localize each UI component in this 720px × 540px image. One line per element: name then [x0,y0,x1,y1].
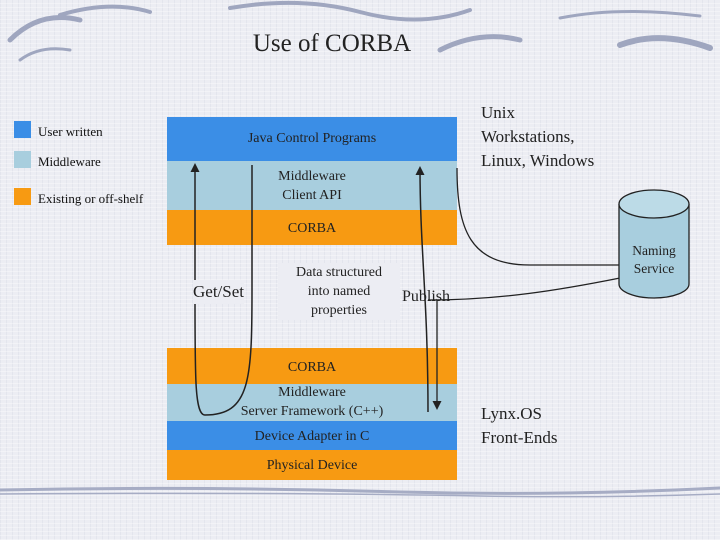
legend-label-existing: Existing or off-shelf [38,191,144,206]
publish-label: Publish [402,288,451,305]
data-structured-line2: into named [278,282,400,301]
client-corba-label: CORBA [287,221,337,236]
naming-service-label-line2: Service [633,261,675,276]
legend-swatch-user-written [14,121,31,138]
client-platforms-line3: Linux, Windows [481,151,595,170]
data-structured-line1: Data structured [278,263,400,282]
client-platforms-line2: Workstations, [481,127,575,146]
server-corba-label: CORBA [287,360,337,375]
get-set-label: Get/Set [193,280,244,304]
legend-label-user-written: User written [38,124,103,139]
legend-label-middleware: Middleware [38,154,101,169]
device-adapter-layer [167,421,457,450]
middleware-client-api-label-line2: Client API [282,188,342,203]
naming-service-connection-client [456,167,620,266]
naming-service-label-line1: Naming [632,243,676,258]
device-adapter-label: Device Adapter in C [254,429,370,444]
middleware-client-api-label-line1: Middleware [278,169,346,184]
naming-service-connection-server [427,277,621,301]
java-control-programs-label: Java Control Programs [247,131,377,146]
legend-swatch-middleware [14,151,31,168]
server-platforms-line1: Lynx.OS [481,404,542,423]
decorative-footer-strokes [0,486,720,498]
java-control-programs-layer [167,117,457,161]
page-title: Use of CORBA [252,30,412,57]
legend-swatch-existing [14,188,31,205]
data-structured-line3: properties [278,301,400,320]
physical-device-label: Physical Device [266,458,358,473]
server-platforms-line2: Front-Ends [481,428,558,447]
physical-device-layer [167,450,457,480]
client-platforms-line1: Unix [481,103,515,122]
middleware-server-label-line1: Middleware [278,385,346,400]
middleware-server-label-line2: Server Framework (C++) [240,404,384,419]
